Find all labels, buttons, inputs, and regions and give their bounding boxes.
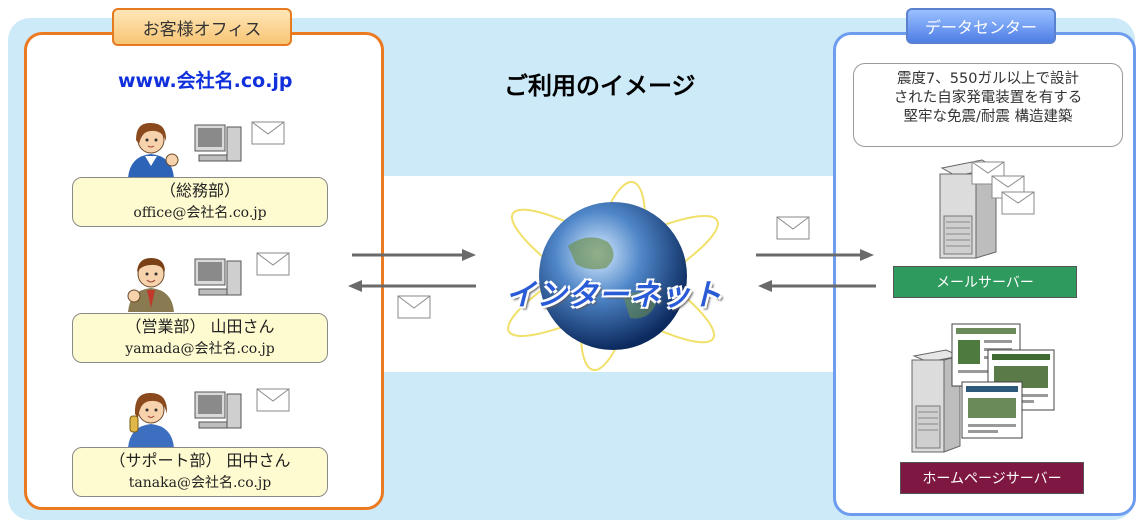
info-line: 震度7、550ガル以上で設計 [897,71,1079,87]
computer-icon [194,124,242,162]
arrow-left-icon [758,280,876,292]
background-band-left [8,176,24,372]
info-line: された自家発電装置を有する [893,90,1083,106]
webpage-icon [911,323,1055,453]
arrow-right-icon [756,249,874,261]
staff-department: （営業部） 山田さん [125,317,275,336]
web-server-label: ホームページサーバー [900,462,1084,494]
server-icon [939,159,1035,259]
staff-email: tanaka@会社名.co.jp [128,475,272,491]
envelope-icon [397,295,431,319]
diagram-title: ご利用のイメージ [504,72,696,100]
mail-server-label: メールサーバー [893,266,1077,298]
staff-department: （総務部） [159,181,240,200]
envelope-icon [256,388,290,412]
info-line: 堅牢な免震/耐震 構造建築 [903,109,1073,125]
envelope-icon [776,216,810,240]
computer-icon [194,391,242,429]
datacenter-info: 震度7、550ガル以上で設計 された自家発電装置を有する 堅牢な免震/耐震 構造… [853,63,1123,147]
arrow-right-icon [352,249,476,261]
globe-icon [507,180,719,372]
envelope-icon [251,121,285,145]
person-icon [128,122,179,178]
arrow-left-icon [348,280,476,292]
computer-icon [194,258,242,296]
staff-card: （サポート部） 田中さん tanaka@会社名.co.jp [72,447,328,497]
envelope-icon [256,252,290,276]
staff-card: （総務部） office@会社名.co.jp [72,177,328,227]
office-tab: お客様オフィス [112,8,292,46]
staff-department: （サポート部） 田中さん [109,451,291,470]
person-icon [128,392,174,448]
datacenter-tab: データセンター [906,8,1056,44]
company-domain: www.会社名.co.jp [118,70,293,92]
staff-card: （営業部） 山田さん yamada@会社名.co.jp [72,313,328,363]
staff-email: yamada@会社名.co.jp [125,341,275,357]
internet-label: インターネット [505,278,723,313]
person-icon [127,258,174,312]
staff-email: office@会社名.co.jp [133,205,267,221]
